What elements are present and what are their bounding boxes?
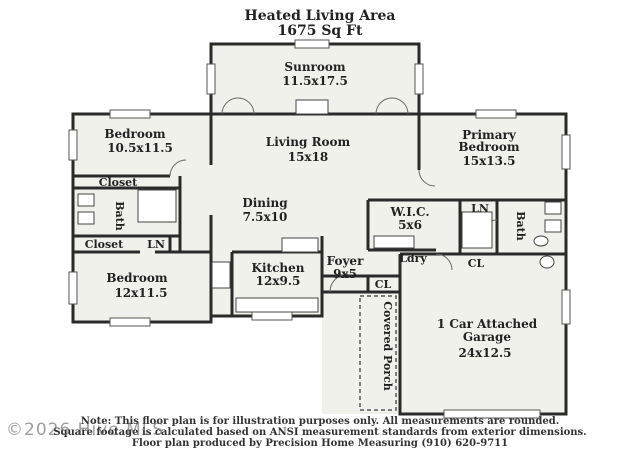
door-garage <box>435 253 453 271</box>
door-sunroom-2 <box>237 97 255 115</box>
living-name: Living Room <box>266 135 351 149</box>
living-dims: 15x18 <box>288 150 329 164</box>
sink-right-1 <box>544 201 562 215</box>
porch-area <box>322 292 400 414</box>
plan-area: 1675 Sq Ft <box>277 23 363 39</box>
ln-right-label: LN <box>471 202 489 215</box>
window-sunroom-right <box>414 63 424 95</box>
note-line-2: Square footage is calculated based on AN… <box>53 427 587 438</box>
window-bedroom-top-left <box>68 129 78 161</box>
plan-title: Heated Living Area <box>244 8 396 24</box>
window-sunroom-left <box>206 63 216 95</box>
window-bedroom-bottom-left <box>68 271 78 305</box>
wic-dims: 5x6 <box>398 218 422 232</box>
counter-kitchen <box>235 297 319 313</box>
bath-left-label: Bath <box>113 201 126 231</box>
cl-right-label: CL <box>468 257 485 270</box>
window-bedroom-bottom-south <box>109 317 151 327</box>
window-garage-east <box>561 289 571 325</box>
range <box>211 261 231 289</box>
toilet-right <box>533 235 549 247</box>
ldry-label: Ldry <box>399 252 427 265</box>
water-heater <box>539 255 555 269</box>
windows <box>68 39 571 419</box>
door-sunroom-1 <box>221 97 239 115</box>
shower-right <box>461 211 493 249</box>
window-primary-east <box>561 134 571 170</box>
ln-left-label: LN <box>147 238 165 251</box>
window-sunroom-top <box>294 39 330 49</box>
closet-upper-label: Closet <box>99 176 138 189</box>
washer-dryer <box>373 235 415 249</box>
closet-lower-label: Closet <box>85 238 124 251</box>
door-sunroom-3 <box>375 97 393 115</box>
primary-dims: 15x13.5 <box>462 154 515 168</box>
covered-porch-label: Covered Porch <box>381 301 394 391</box>
dining-dims: 7.5x10 <box>243 210 288 224</box>
window-kitchen-south <box>251 311 293 321</box>
door-primary <box>418 169 436 187</box>
wic-name: W.I.C. <box>389 205 429 219</box>
window-bedroom-top-north <box>109 109 151 119</box>
sink-left-2 <box>77 211 95 225</box>
bedroom-top-name: Bedroom <box>104 127 165 141</box>
primary-name-2: Bedroom <box>458 140 519 154</box>
garage-area <box>400 254 566 414</box>
bath-right-label: Bath <box>514 211 527 241</box>
bedroom-top-area <box>73 114 211 176</box>
door-foyer <box>329 273 349 293</box>
bedroom-bottom-dims: 12x11.5 <box>114 286 167 300</box>
door-bedroom-top <box>169 159 187 177</box>
sunroom-dims: 11.5x17.5 <box>282 74 348 88</box>
note-line-3: Floor plan produced by Precision Home Me… <box>131 438 509 449</box>
living-area <box>211 114 419 316</box>
bedroom-top-dims: 10.5x11.5 <box>107 141 173 155</box>
sink-left-1 <box>77 193 95 207</box>
tub-left <box>137 189 177 223</box>
foyer-dims: 9x5 <box>333 267 357 281</box>
primary-name-1: Primary <box>462 128 517 142</box>
garage-dims: 24x12.5 <box>458 346 511 360</box>
sink-right-2 <box>544 219 562 233</box>
garage-name-1: 1 Car Attached <box>437 317 538 331</box>
fixtures <box>77 99 562 313</box>
kitchen-name: Kitchen <box>252 261 305 275</box>
porch-outline <box>359 295 397 411</box>
garage-name-2: Garage <box>463 330 512 344</box>
window-primary-north <box>475 109 517 119</box>
room-labels: Sunroom 11.5x17.5 Living Room 15x18 Bedr… <box>104 60 537 360</box>
cl-foyer-label: CL <box>375 278 392 291</box>
sunroom-name: Sunroom <box>284 60 345 74</box>
small-labels: Closet Closet Bath Bath LN LN Ldry CL CL… <box>85 176 527 391</box>
watermark: ©2026 Hive MLS <box>6 420 165 440</box>
dining-name: Dining <box>242 196 288 210</box>
foyer-name: Foyer <box>327 254 364 268</box>
bedroom-bottom-name: Bedroom <box>106 271 167 285</box>
note-line-1: Note: This floor plan is for illustratio… <box>80 416 560 427</box>
door-sunroom-4 <box>391 97 409 115</box>
garage-door <box>443 409 541 419</box>
fridge <box>281 237 319 253</box>
kitchen-dims: 12x9.5 <box>256 274 301 288</box>
fireplace <box>295 99 329 115</box>
